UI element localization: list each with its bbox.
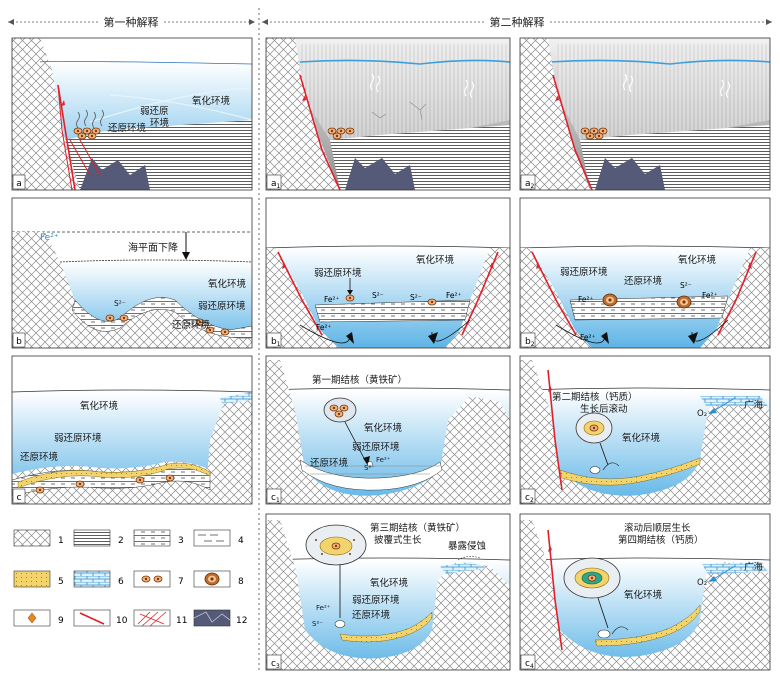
label-oxidizing: 氧化环境	[192, 95, 231, 107]
label-reducing: 还原环境	[624, 275, 663, 287]
label-sulfide: S²⁻	[312, 620, 323, 628]
label-oxidizing: 氧化环境	[370, 577, 409, 589]
label-weak-reducing-env: 环境	[150, 117, 170, 129]
label-sulfide: S²⁻	[114, 299, 126, 308]
label-oxidizing: 氧化环境	[624, 589, 663, 601]
panel-tag-b: b	[16, 337, 22, 347]
panel-tag-c1: c1	[271, 493, 280, 504]
label-fe-3: Fe²⁺	[316, 323, 332, 332]
label-oxidizing: 氧化环境	[364, 422, 403, 434]
legend: 1 2 3 4 5 6 7 8 9 10 11 12	[13, 529, 247, 627]
label-fe-3: Fe²⁺	[580, 333, 596, 342]
legend-label-7: 7	[178, 577, 184, 587]
label-fe: Fe²⁺	[316, 604, 331, 612]
legend-label-10: 10	[116, 616, 128, 626]
panel-tag-c2: c2	[525, 493, 534, 504]
label-reducing: 还原环境	[352, 609, 391, 621]
label-fe: Fe²⁺	[376, 456, 391, 464]
legend-label-4: 4	[238, 536, 244, 546]
label-second-nodule: 第二期结核（钙质）	[552, 391, 638, 403]
label-oxidizing: 氧化环境	[678, 254, 717, 266]
label-weak-reducing: 弱还原环境	[314, 267, 362, 279]
legend-label-5: 5	[58, 577, 64, 587]
panel-a2: a2	[519, 37, 771, 191]
label-oxidizing: 氧化环境	[208, 278, 247, 290]
label-weak-reducing: 弱还原环境	[560, 266, 608, 278]
label-weak-reducing: 弱还原环境	[54, 432, 102, 444]
panel-tag-c: c	[17, 493, 22, 503]
legend-label-3: 3	[178, 536, 184, 546]
label-open-sea: 广海	[744, 399, 764, 411]
header-first-interpretation: 第一种解释	[104, 15, 159, 29]
label-open-sea: 广海	[744, 561, 764, 573]
label-sea-level-fall: 海平面下降	[128, 241, 178, 254]
label-reducing: 还原环境	[310, 457, 349, 469]
label-fe-2: Fe²⁺	[446, 291, 462, 300]
label-rolled-after-growth: 生长后滚动	[580, 403, 628, 415]
label-sulfide-2: S²⁻	[410, 293, 422, 302]
label-oxidizing: 氧化环境	[80, 400, 119, 412]
label-reducing: 还原环境	[172, 319, 211, 331]
panel-tag-a2: a2	[525, 179, 535, 190]
label-bedding-growth: 滚动后顺层生长	[624, 522, 691, 534]
legend-label-2: 2	[118, 536, 124, 546]
label-coating-growth: 披覆式生长	[374, 534, 422, 546]
label-sulfide: S²⁻	[680, 281, 692, 290]
panel-tag-c3: c3	[271, 659, 280, 670]
label-oxygen: O₂	[697, 578, 707, 588]
panel-tag-b2: b2	[525, 337, 535, 348]
label-sulfide: S²⁻	[364, 464, 375, 472]
panel-c1: 第一期结核（黄铁矿） 氧化环境 弱还原环境 还原环境 S²⁻ Fe²⁺ c1	[265, 355, 511, 505]
label-reducing: 还原环境	[108, 122, 147, 134]
label-fe-1: Fe²⁺	[578, 295, 594, 304]
label-sulfide-1: S²⁻	[372, 291, 384, 300]
panel-c: 氧化环境 弱还原环境 还原环境 c	[11, 355, 253, 505]
panel-tag-a: a	[16, 179, 22, 189]
label-oxygen: O₂	[697, 409, 707, 419]
legend-label-11: 11	[176, 616, 187, 626]
panel-c4: 滚动后顺层生长 第四期结核（钙质） 广海 O₂ 氧化环境 c4	[519, 513, 771, 671]
label-oxidizing: 氧化环境	[416, 254, 455, 266]
panel-b1: 氧化环境 弱还原环境 S²⁻ S²⁻ Fe²⁺ Fe²⁺ Fe²⁺ b1	[265, 197, 511, 349]
legend-label-12: 12	[236, 616, 247, 626]
label-fe-2: Fe²⁺	[702, 291, 718, 300]
label-weak-reducing: 弱还原环境	[198, 300, 246, 312]
panel-tag-c4: c4	[525, 659, 534, 670]
legend-label-6: 6	[118, 577, 124, 587]
label-weak-reducing: 弱还原	[140, 105, 169, 117]
panel-c2: 第二期结核（钙质） 生长后滚动 广海 O₂ 氧化环境 c2	[519, 355, 771, 505]
label-weak-reducing: 弱还原环境	[352, 594, 400, 606]
legend-label-1: 1	[58, 536, 64, 546]
column-headers: 第一种解释 第二种解释	[8, 8, 772, 670]
panel-c3: 第三期结核（黄铁矿） 披覆式生长 暴露侵蚀 氧化环境 弱还原环境 还原环境 Fe…	[265, 513, 511, 671]
panel-tag-a1: a1	[271, 179, 281, 190]
legend-label-8: 8	[238, 577, 244, 587]
panel-tag-b1: b1	[271, 337, 281, 348]
label-exposure-erosion: 暴露侵蚀	[448, 540, 487, 552]
label-weak-reducing: 弱还原环境	[352, 441, 400, 453]
label-oxidizing: 氧化环境	[622, 432, 661, 444]
panel-b2: 氧化环境 弱还原环境 还原环境 S²⁻ Fe²⁺ Fe²⁺ Fe²⁺ b2	[519, 197, 771, 349]
legend-label-9: 9	[58, 616, 64, 626]
label-fourth-nodule: 第四期结核（钙质）	[618, 534, 704, 546]
label-third-nodule: 第三期结核（黄铁矿）	[370, 522, 465, 534]
panel-b: Fe²⁺ 海平面下降 氧化环境 弱还原环境 还原环境 S²⁻ b	[11, 197, 253, 349]
label-fe-1: Fe²⁺	[324, 295, 340, 304]
label-first-nodule: 第一期结核（黄铁矿）	[312, 374, 407, 386]
label-reducing: 还原环境	[20, 451, 59, 463]
panel-a: 氧化环境 弱还原 环境 还原环境 a	[11, 37, 253, 191]
header-second-interpretation: 第二种解释	[490, 15, 545, 29]
label-fe-ion: Fe²⁺	[40, 233, 59, 243]
panel-a1: a1	[265, 37, 511, 191]
